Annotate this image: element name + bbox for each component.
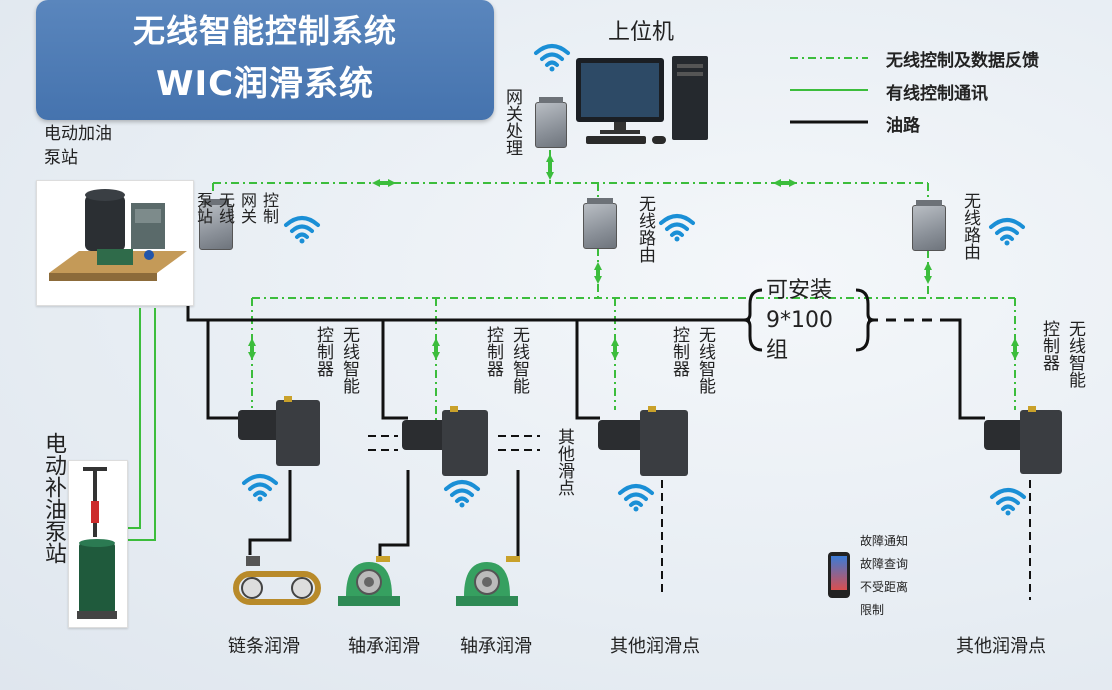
wifi-icon: [282, 214, 322, 244]
chain-lubrication-image: [233, 556, 321, 605]
bottom-label-bearing-1: 轴承润滑: [348, 636, 420, 657]
oil-branch-lines: [248, 470, 520, 560]
phone-notice-line-1: 故障通知: [860, 534, 909, 548]
pump-station-image: [36, 180, 194, 306]
wireless-network-top: [212, 150, 929, 198]
other-points-side-label: 其他滑点: [554, 428, 574, 496]
capacity-label: 可安装 9*100 组: [766, 276, 856, 366]
phone-notice: 故障通知 故障查询 不受距离 限制: [860, 530, 908, 622]
wifi-icon: [987, 216, 1027, 246]
title-line-1: 无线智能控制系统: [132, 12, 397, 50]
title-line-2: WIC润滑系统: [155, 64, 375, 104]
phone-notice-line-4: 限制: [860, 603, 885, 617]
control-gateway-device: [199, 199, 233, 250]
phone-notice-line-3: 不受距离: [860, 580, 909, 594]
host-computer-label: 上位机: [608, 20, 675, 45]
wifi-icon: [532, 42, 572, 72]
refill-station-image: [68, 460, 128, 628]
legend-wireless-label: 无线控制及数据反馈: [886, 51, 1039, 71]
wired-control-line: [126, 308, 156, 541]
wifi-icon: [442, 478, 482, 508]
capacity-line-2: 9*100: [766, 308, 833, 333]
phone-icon: [828, 552, 850, 598]
bearing-lubrication-image-2: [456, 556, 520, 606]
controller-2: [400, 402, 490, 480]
gateway-device: [535, 97, 567, 148]
bottom-label-other-1: 其他润滑点: [610, 636, 700, 657]
vertical-arrows: [248, 262, 1019, 360]
router-device-1: [583, 198, 617, 249]
bearing-lubrication-image-1: [338, 556, 400, 606]
controller-label-1: 无线智能控制器: [313, 326, 359, 394]
top-line-arrows: [372, 154, 797, 187]
legend-wired-label: 有线控制通讯: [886, 84, 988, 104]
controller-label-4: 无线智能控制器: [1039, 320, 1085, 388]
wifi-icon: [657, 212, 697, 242]
wifi-icon: [616, 482, 656, 512]
oil-dashed-links: [368, 435, 1031, 600]
router-label-2: 无线路由: [960, 192, 980, 260]
router-label-1: 无线路由: [635, 195, 655, 263]
oil-main-line: [186, 300, 985, 420]
bottom-label-chain: 链条润滑: [228, 636, 300, 657]
controller-label-2: 无线智能控制器: [483, 326, 529, 394]
refill-station-label: 电动补油泵站: [41, 432, 66, 564]
control-gateway-label: 控制网关无线泵站: [194, 192, 279, 224]
controller-1: [236, 392, 322, 470]
bottom-label-other-2: 其他润滑点: [956, 636, 1046, 657]
pump-station-label: 电动加油泵站: [44, 124, 112, 168]
title-banner: 无线智能控制系统 WIC润滑系统: [36, 0, 494, 120]
capacity-brackets: [743, 288, 875, 352]
computer-icon: [576, 56, 708, 144]
gateway-label: 网关处理: [502, 88, 522, 156]
wifi-icon: [988, 486, 1028, 516]
wireless-network-bottom: [251, 248, 1016, 420]
legend-oil-label: 油路: [886, 116, 920, 136]
capacity-line-1: 可安装: [766, 278, 833, 303]
controller-4: [982, 402, 1064, 478]
bottom-label-bearing-2: 轴承润滑: [460, 636, 532, 657]
router-device-2: [912, 200, 946, 251]
phone-notice-line-2: 故障查询: [860, 557, 909, 571]
wifi-icon: [240, 472, 280, 502]
controller-3: [596, 402, 690, 480]
capacity-line-3: 组: [766, 338, 789, 363]
controller-label-3: 无线智能控制器: [669, 326, 715, 394]
